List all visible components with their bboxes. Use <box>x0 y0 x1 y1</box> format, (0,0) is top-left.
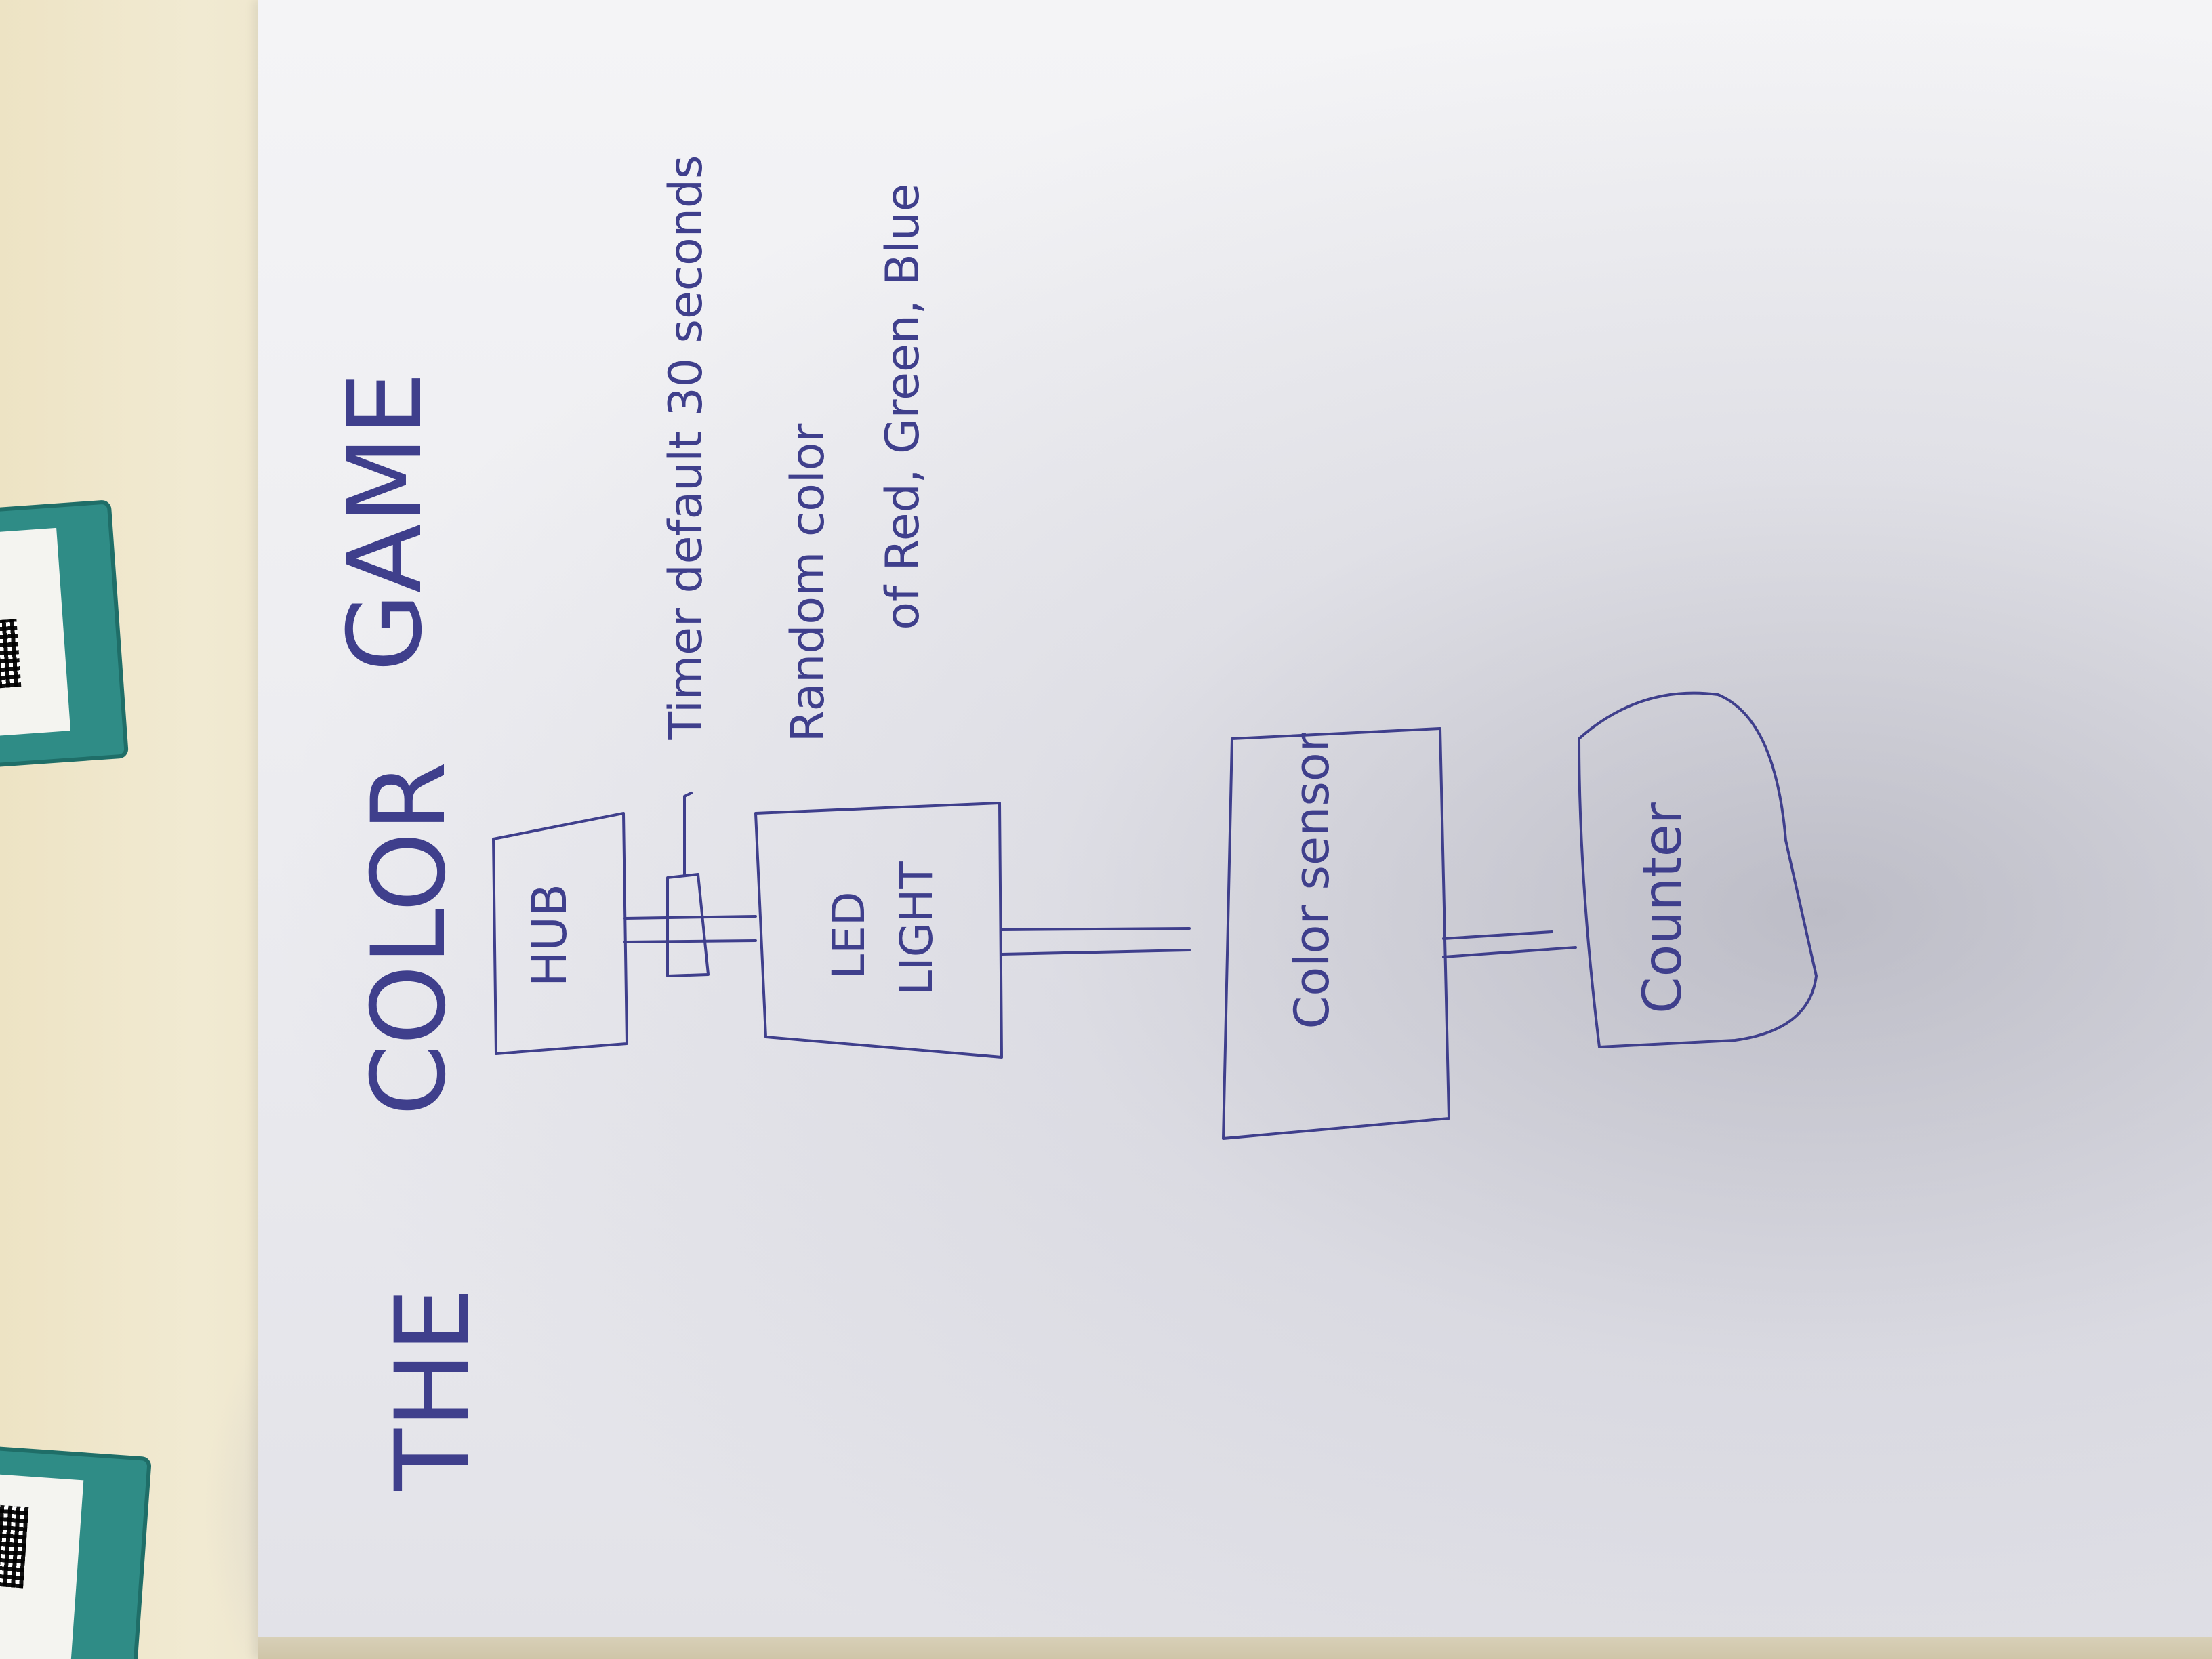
timer-module <box>666 873 710 977</box>
led-light-label-line1: LED <box>823 891 875 979</box>
color-sensor-box <box>1222 727 1450 1140</box>
title-word-the: THE <box>374 1288 492 1491</box>
led-light-label-line2: LIGHT <box>890 861 943 996</box>
random-color-note-line2: of Red, Green, Blue <box>876 183 930 630</box>
title-word-game: GAME <box>327 371 445 672</box>
paper-sheet <box>258 0 2212 1659</box>
led-sensor-connector <box>1000 927 1191 956</box>
led-light-box <box>754 802 1003 1059</box>
counter-box <box>1578 691 1818 1048</box>
color-sensor-label: Color sensor <box>1284 733 1340 1029</box>
paper-bottom-edge <box>258 1637 2212 1659</box>
hub-label: HUB <box>522 884 577 987</box>
hub-led-connector <box>623 915 757 943</box>
timer-leader-line <box>683 792 693 876</box>
counter-label: Counter <box>1633 802 1694 1014</box>
title-word-color: COLOR <box>350 761 468 1115</box>
hub-box <box>492 812 628 1055</box>
random-color-note-line1: Random color <box>781 424 835 743</box>
sensor-counter-connector <box>1442 930 1577 958</box>
timer-note: Timer default 30 seconds <box>659 155 713 741</box>
